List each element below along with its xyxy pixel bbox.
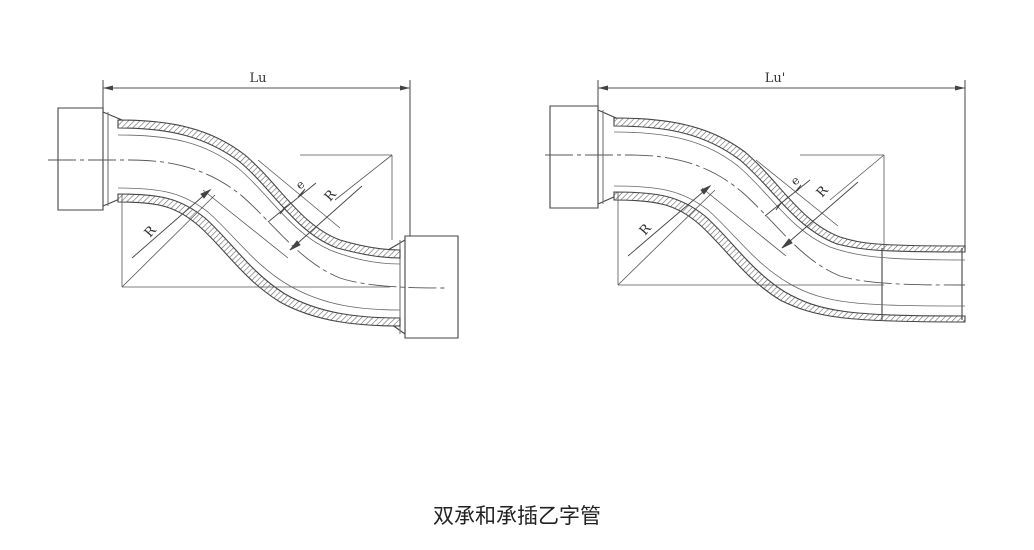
dimension-lu-prime-label: Lu' bbox=[765, 71, 786, 86]
thickness-dimension bbox=[267, 182, 317, 223]
socket-end bbox=[549, 105, 617, 209]
radius-label-lower-2: R bbox=[637, 220, 656, 238]
construction-lines-2 bbox=[617, 154, 885, 286]
radius-dimension-lower bbox=[131, 188, 212, 259]
thickness-dimension-2 bbox=[764, 179, 811, 217]
radius-label-lower: R bbox=[142, 222, 161, 240]
left-socket bbox=[57, 107, 123, 211]
dimension-lu bbox=[102, 80, 411, 240]
radius-dimension-lower-2 bbox=[627, 184, 712, 257]
figure-caption: 双承和承插乙字管 bbox=[433, 504, 601, 528]
radius-label-upper: R bbox=[322, 186, 341, 204]
dimension-lu-label: Lu bbox=[249, 71, 266, 86]
spigot-end bbox=[881, 248, 963, 320]
pipe-centerline-2 bbox=[545, 154, 966, 286]
radius-dimension-upper bbox=[289, 185, 363, 251]
radius-dimension-upper-2 bbox=[781, 181, 859, 249]
lower-pipe-wall-2 bbox=[613, 191, 966, 323]
construction-lines bbox=[121, 154, 393, 288]
double-socket-offset-drawing: Lu bbox=[48, 71, 459, 339]
pipe-centerline bbox=[48, 159, 449, 289]
dimension-lu-prime bbox=[597, 80, 966, 250]
upper-pipe-wall bbox=[117, 119, 401, 259]
lower-pipe-wall bbox=[117, 193, 401, 327]
upper-pipe-wall-2 bbox=[613, 117, 966, 253]
radius-label-upper-2: R bbox=[814, 182, 833, 200]
thickness-label: e bbox=[293, 177, 307, 192]
socket-spigot-offset-drawing: Lu' bbox=[545, 71, 966, 323]
